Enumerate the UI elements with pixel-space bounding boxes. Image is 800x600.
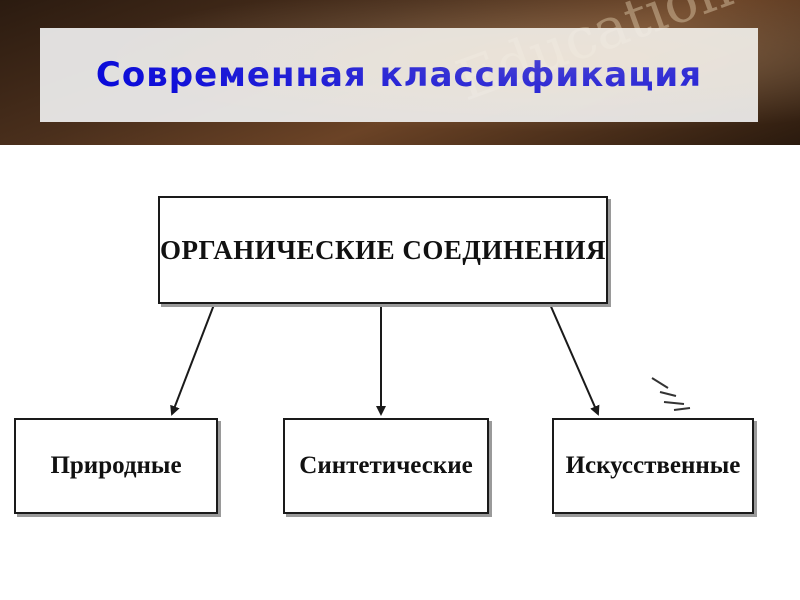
arrow-to-artificial <box>548 301 600 416</box>
root-node-label: ОРГАНИЧЕСКИЕ СОЕДИНЕНИЯ <box>160 234 606 265</box>
child-node-synthetic: Синтетические <box>283 418 489 514</box>
child-node-label: Искусственные <box>565 452 741 479</box>
child-node-artificial: Искусственные <box>552 418 754 514</box>
arrow-to-natural <box>170 301 216 416</box>
child-node-label: Природные <box>50 452 182 479</box>
child-node-label: Синтетические <box>299 452 473 479</box>
root-node-organic-compounds: ОРГАНИЧЕСКИЕ СОЕДИНЕНИЯ <box>158 196 608 304</box>
header-band: Education Современная классификация <box>0 0 800 145</box>
scribble-mark <box>651 377 691 411</box>
child-node-natural: Природные <box>14 418 218 514</box>
